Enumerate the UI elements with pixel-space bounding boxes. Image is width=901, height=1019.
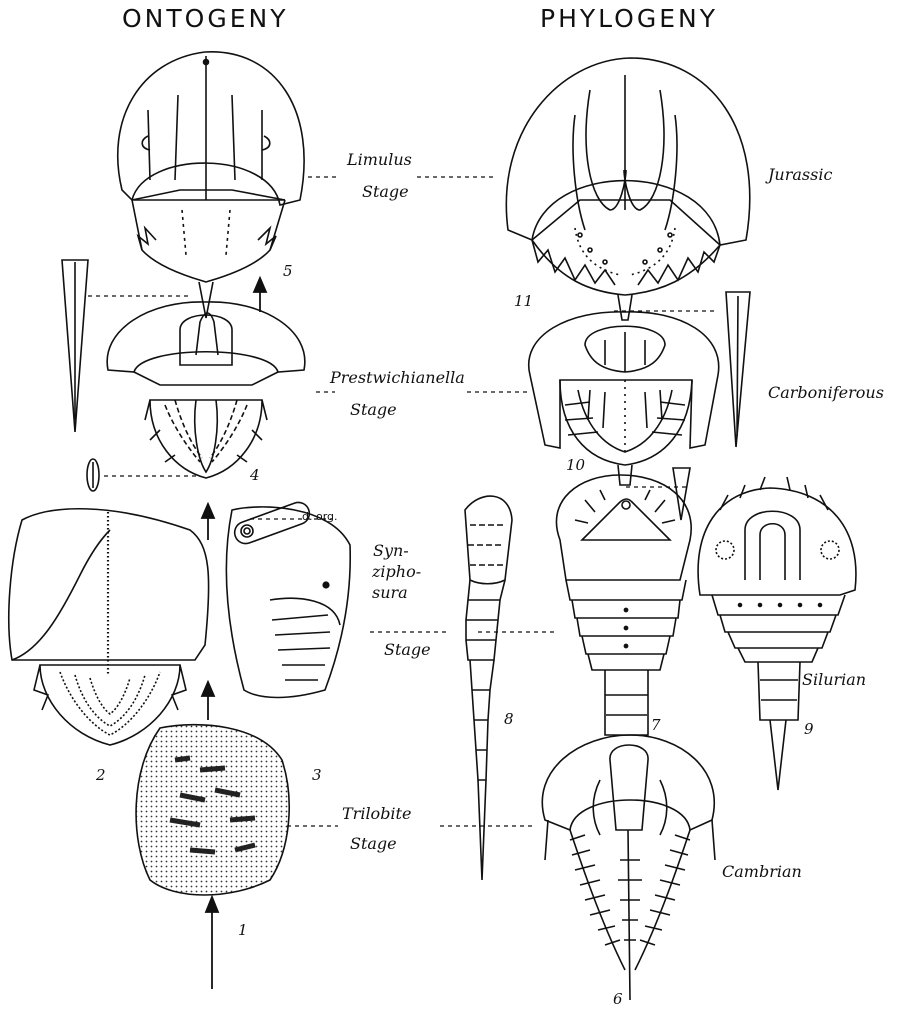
figure-number-8: 8 [504, 710, 514, 728]
figure-2-larva-dorsal [9, 509, 209, 745]
figure-4-prestwichianella-larva [107, 302, 305, 478]
figure-8-lateral-form [465, 496, 512, 880]
figure-number-6: 6 [613, 990, 623, 1008]
arrow-up-icon [206, 897, 218, 989]
figure-number-2: 2 [96, 766, 106, 784]
stage-label-limulus: Limulus [347, 150, 412, 169]
stage-label-synziphosura-2: zipho- [372, 562, 421, 581]
figure-1-egg [136, 725, 289, 895]
figure-11-jurassic-form [506, 58, 749, 320]
telson-spine-icon [726, 292, 750, 447]
telson-spine-icon [62, 260, 88, 432]
period-label-silurian: Silurian [802, 670, 866, 689]
stage-label-trilobite: Trilobite [342, 804, 411, 823]
stage-label-prestwichianella: Prestwichianella [330, 368, 465, 387]
phylogeny-header: PHYLOGENY [540, 4, 718, 33]
telson-spine-icon [87, 459, 99, 491]
stage-label-synziphosura-stage: Stage [384, 640, 431, 659]
figure-number-5: 5 [283, 262, 293, 280]
figure-10-carboniferous-form [529, 312, 719, 485]
period-label-carboniferous: Carboniferous [768, 383, 884, 402]
stage-label-synziphosura-1: Syn- [373, 541, 409, 560]
stage-label-prestwichianella-stage: Stage [350, 400, 397, 419]
figure-number-1: 1 [238, 921, 248, 939]
figure-9-silurian-form [698, 477, 856, 790]
figure-3-larva-lateral [226, 499, 350, 697]
figure-number-10: 10 [566, 456, 585, 474]
arrow-up-icon [202, 504, 214, 540]
period-label-cambrian: Cambrian [722, 862, 802, 881]
figure-number-3: 3 [312, 766, 322, 784]
stage-label-trilobite-stage: Stage [350, 834, 397, 853]
arrow-up-icon [254, 278, 266, 312]
figure-number-9: 9 [804, 720, 814, 738]
stage-label-limulus-stage: Stage [362, 182, 409, 201]
figure-number-11: 11 [514, 292, 533, 310]
ontogeny-header: ONTOGENY [122, 4, 288, 33]
stage-label-synziphosura-3: sura [372, 583, 408, 602]
figure-6-cambrian-form [542, 735, 715, 1000]
period-label-jurassic: Jurassic [768, 165, 832, 184]
figure-7-synziphosurine-form [556, 475, 691, 735]
figure-5-limulus-larva [118, 52, 304, 318]
figure-number-7: 7 [651, 716, 661, 734]
figure-number-4: 4 [250, 466, 260, 484]
arrow-up-icon [202, 682, 214, 720]
dorsal-organ-annotation: d. org. [302, 510, 338, 523]
